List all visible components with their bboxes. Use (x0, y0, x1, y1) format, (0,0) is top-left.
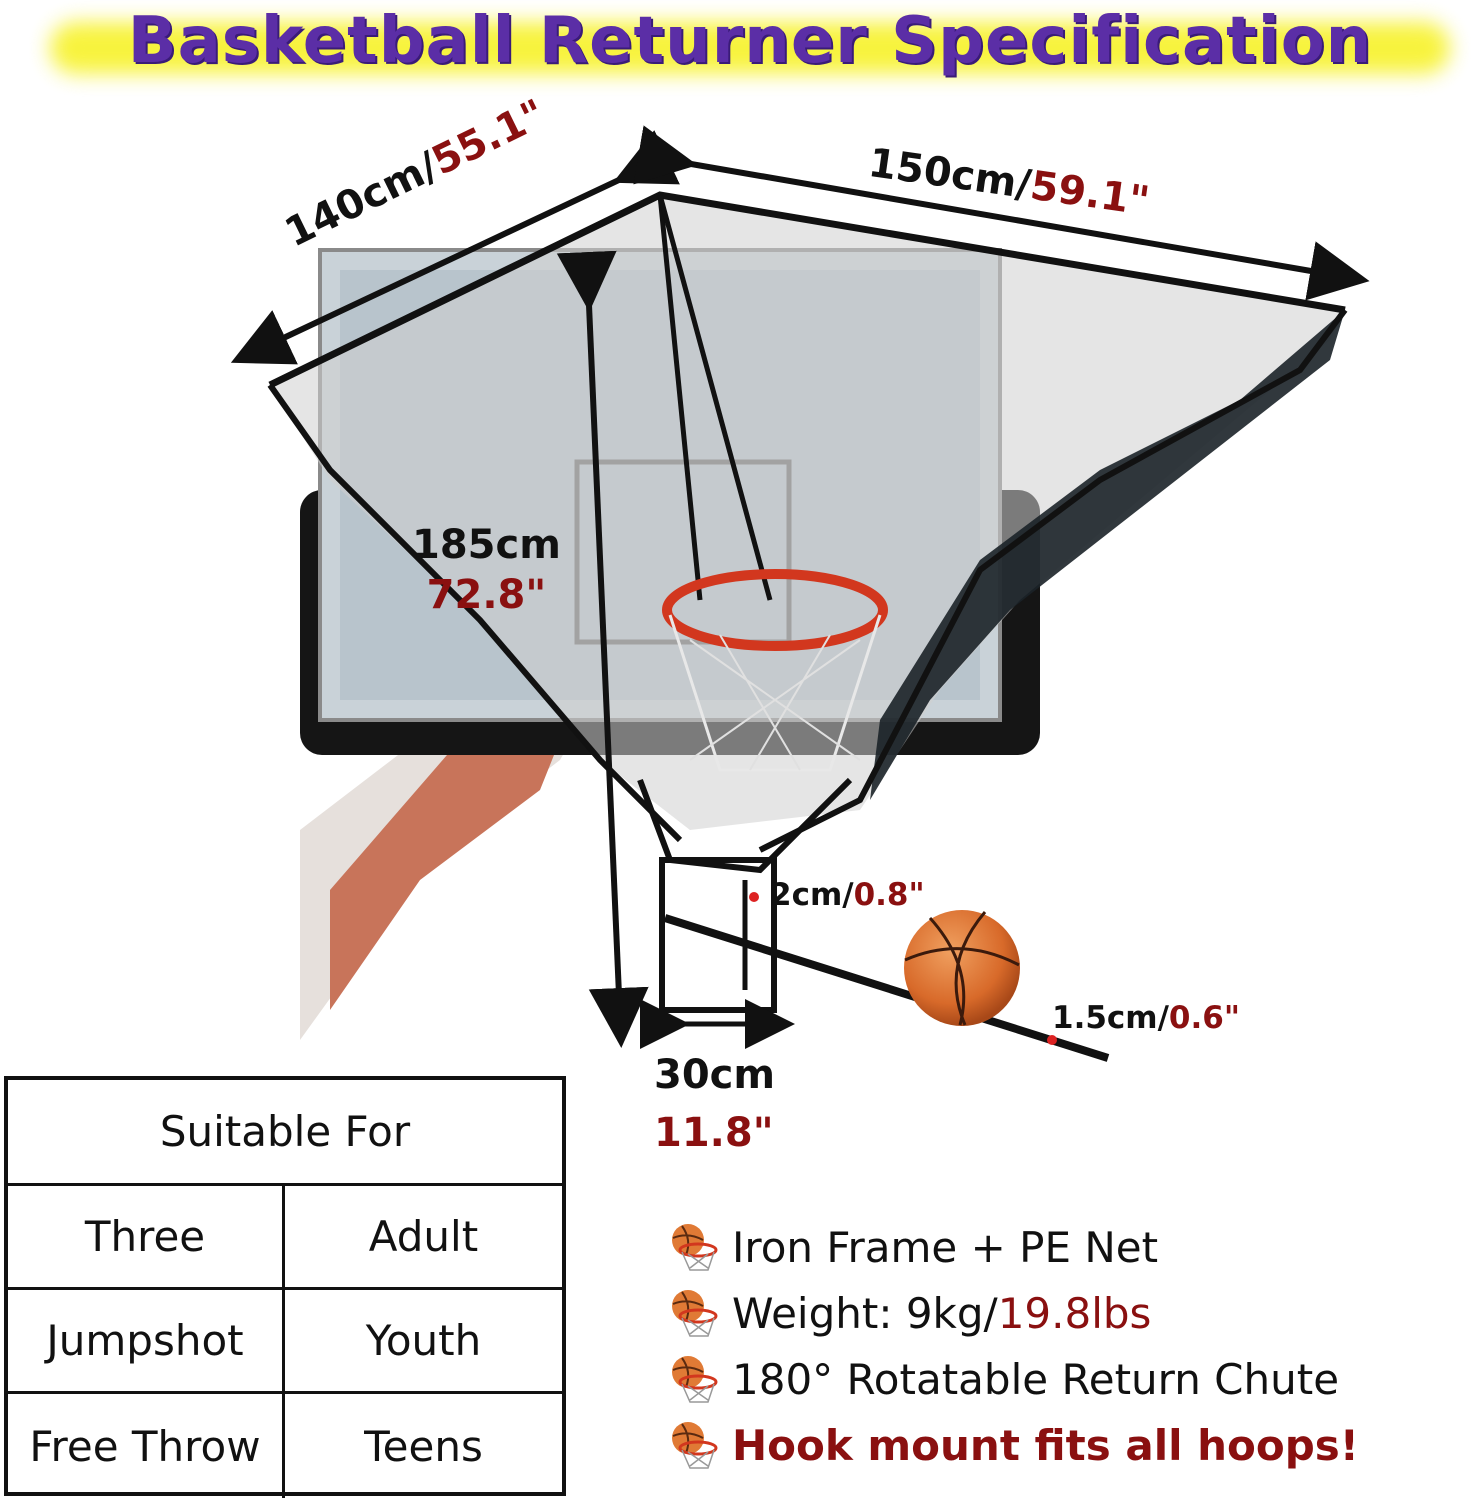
basketball-hoop-icon (672, 1290, 718, 1337)
tube-lower-metric: 1.5cm/ (1052, 1000, 1169, 1036)
title-banner: Basketball Returner Specification (40, 0, 1460, 95)
tube-upper-marker (749, 892, 759, 902)
table-row: Free Throw Teens (8, 1394, 562, 1498)
table-row: Jumpshot Youth (8, 1290, 562, 1394)
basketball (904, 910, 1020, 1026)
width-right-arrow (633, 125, 1370, 301)
feature-item: 180° Rotatable Return Chute (668, 1346, 1468, 1412)
table-cell: Youth (365, 1316, 482, 1365)
height-label: 185cm 72.8" (412, 520, 561, 620)
feature-text: Hook mount fits all hoops! (732, 1420, 1359, 1470)
feature-item: Hook mount fits all hoops! (668, 1412, 1468, 1478)
tube-lower-label: 1.5cm/0.6" (1052, 1000, 1240, 1036)
tube-upper-metric: 2cm/ (770, 877, 854, 913)
suitable-for-table: Suitable For Three Adult Jumpshot Youth … (4, 1076, 566, 1498)
basketball-hoop-icon (672, 1422, 718, 1469)
tube-lower-imperial: 0.6" (1168, 1000, 1240, 1036)
basketball-hoop-icon (672, 1356, 718, 1403)
width-left-arrow (230, 130, 680, 365)
table-cell: Jumpshot (8, 1290, 285, 1391)
chute-width-imperial: 11.8" (654, 1110, 774, 1156)
table-cell: Adult (368, 1212, 479, 1261)
table-cell: Three (8, 1186, 285, 1287)
weight-lbs: 19.8lbs (997, 1288, 1152, 1338)
feature-text: 180° Rotatable Return Chute (732, 1354, 1340, 1404)
feature-text: Iron Frame + PE Net (732, 1222, 1159, 1272)
height-imperial: 72.8" (426, 572, 547, 618)
chute-width-label: 30cm 11.8" (654, 1046, 775, 1162)
page-title: Basketball Returner Specification (127, 4, 1373, 78)
tube-upper-imperial: 0.8" (853, 877, 925, 913)
table-header: Suitable For (8, 1080, 562, 1186)
table-cell: Teens (364, 1421, 483, 1471)
product-illustration (230, 125, 1370, 1062)
tube-lower-marker (1047, 1035, 1057, 1045)
tube-upper-label: 2cm/0.8" (770, 877, 925, 913)
weight-label: Weight: 9kg/ (732, 1288, 998, 1338)
height-arrow (556, 250, 649, 1048)
feature-item: Weight: 9kg/19.8lbs (668, 1280, 1468, 1346)
table-cell: Free Throw (8, 1394, 285, 1498)
basketball-hoop-icon (672, 1224, 718, 1271)
feature-list: Iron Frame + PE Net Weight: 9kg/19.8lbs … (668, 1214, 1468, 1478)
feature-item: Iron Frame + PE Net (668, 1214, 1468, 1280)
height-metric: 185cm (412, 522, 561, 568)
feature-text: Weight: 9kg/19.8lbs (732, 1289, 1151, 1338)
title-highlight (50, 22, 1450, 74)
basketball-hoop (662, 569, 888, 772)
table-row: Three Adult (8, 1186, 562, 1290)
chute-width-metric: 30cm (654, 1052, 776, 1098)
